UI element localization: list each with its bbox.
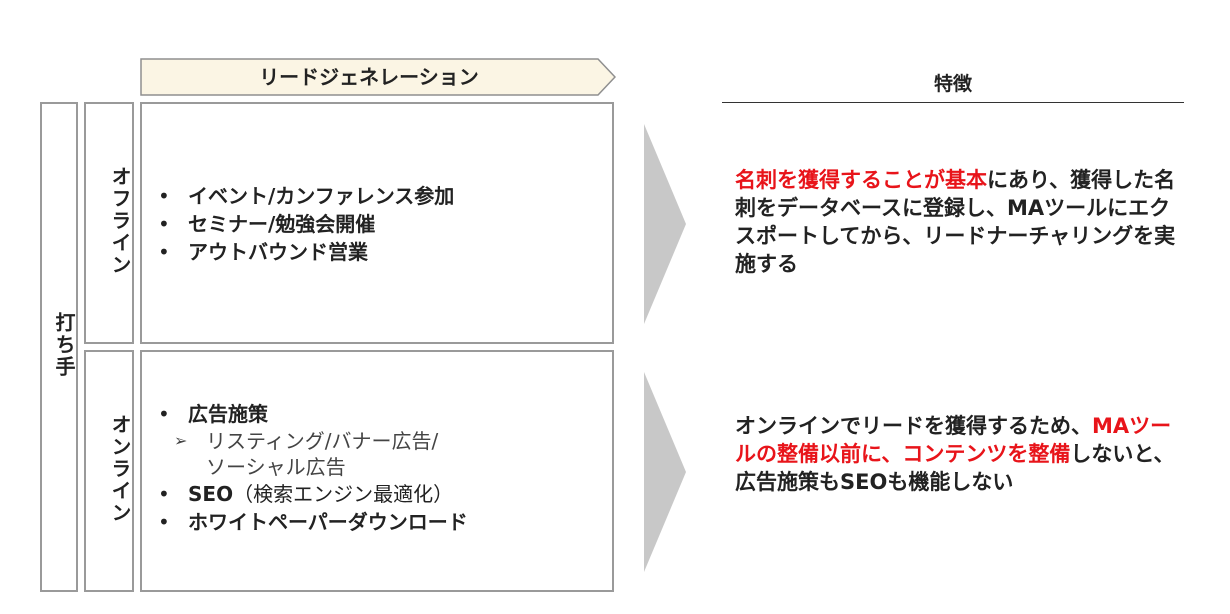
tactics-label: 打ち手 (52, 312, 76, 378)
list-item: • 広告施策 (148, 400, 468, 428)
sub-item-line-1: リスティング/バナー広告/ (206, 429, 439, 453)
offline-item-2: セミナー/勉強会開催 (188, 212, 376, 236)
banner-arrow-shape (140, 58, 616, 96)
offline-feature-highlight: 名刺を獲得することが基本 (735, 168, 987, 192)
online-item-seo: SEO (188, 482, 234, 506)
lead-generation-banner: リードジェネレーション (140, 58, 616, 96)
right-chevron-arrow-online (644, 372, 686, 572)
arrowhead-bullet-icon: ➢ (174, 431, 188, 450)
online-feature-highlight: MAツールの整備以前に、コンテンツを整備 (735, 414, 1172, 466)
list-item: • セミナー/勉強会開催 (148, 210, 454, 238)
category-offline-label: オフライン (108, 166, 132, 276)
bullet-dot: • (158, 510, 170, 534)
online-item-whitepaper: ホワイトペーパーダウンロード (188, 510, 468, 534)
sub-item-line-2: ソーシャル広告 (206, 455, 346, 479)
right-chevron-arrow-offline (644, 124, 686, 324)
list-item: • イベント/カンファレンス参加 (148, 182, 454, 210)
online-item-ads: 広告施策 (188, 402, 268, 426)
sub-item: ➢ リスティング/バナー広告/ ソーシャル広告 (148, 428, 468, 480)
bullet-dot: • (158, 240, 170, 264)
offline-feature-body: にあり、獲得した名刺をデータベースに登録し、MAツールにエクスポートしてから、リ… (735, 168, 1176, 276)
category-offline-box: オフライン (84, 102, 134, 344)
bullet-dot: • (158, 482, 170, 506)
tactics-column: 打ち手 (40, 102, 78, 592)
list-item: • SEO（検索エンジン最適化） (148, 480, 468, 508)
banner-title: リードジェネレーション (259, 65, 479, 89)
bullet-dot: • (158, 402, 170, 426)
online-feature-text: オンラインでリードを獲得するため、MAツールの整備以前に、コンテンツを整備しない… (735, 412, 1185, 496)
online-list: • 広告施策 ➢ リスティング/バナー広告/ ソーシャル広告 • SEO（検索エンジ… (148, 400, 468, 536)
online-feature-intro: オンラインでリードを獲得するため、 (735, 414, 1092, 438)
bullet-dot: • (158, 184, 170, 208)
online-feature-body: しないと、広告施策もSEOも機能しない (735, 442, 1175, 494)
offline-item-3: アウトバウンド営業 (188, 240, 368, 264)
offline-list: • イベント/カンファレンス参加 • セミナー/勉強会開催 • アウトバウンド営業 (148, 182, 454, 266)
offline-content-box: • イベント/カンファレンス参加 • セミナー/勉強会開催 • アウトバウンド営業 (140, 102, 614, 344)
features-header: 特徴 (933, 73, 972, 95)
offline-item-1: イベント/カンファレンス参加 (188, 184, 455, 208)
category-online-box: オンライン (84, 350, 134, 592)
features-header-rule (722, 102, 1184, 103)
online-item-seo-note: （検索エンジン最適化） (233, 482, 454, 506)
list-item: • アウトバウンド営業 (148, 238, 454, 266)
bullet-dot: • (158, 212, 170, 236)
online-content-box: • 広告施策 ➢ リスティング/バナー広告/ ソーシャル広告 • SEO（検索エンジ… (140, 350, 614, 592)
list-item: • ホワイトペーパーダウンロード (148, 508, 468, 536)
offline-feature-text: 名刺を獲得することが基本にあり、獲得した名刺をデータベースに登録し、MAツールに… (735, 166, 1185, 278)
category-online-label: オンライン (108, 414, 132, 524)
